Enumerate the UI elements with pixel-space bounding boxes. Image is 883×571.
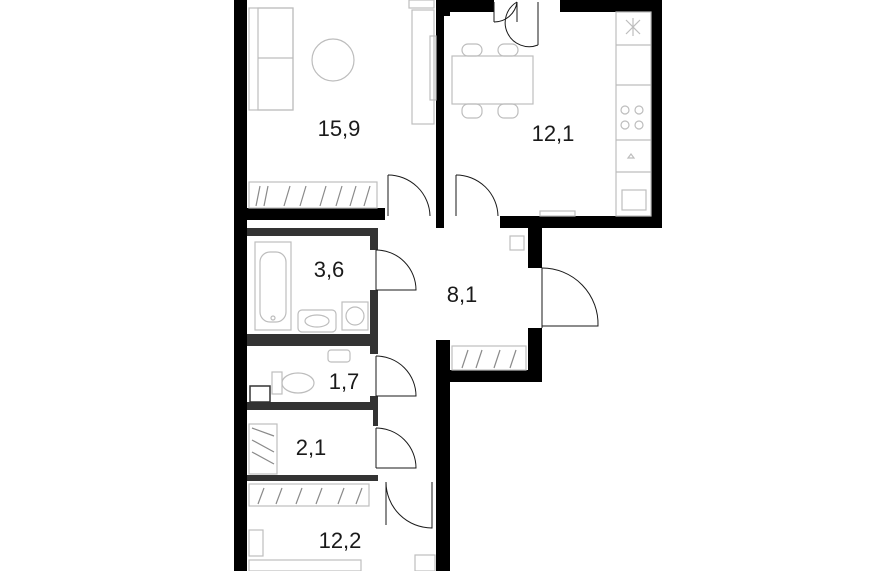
living-bottom-wall [247,208,385,220]
bathtub [254,241,292,331]
bath-right-partition-b [370,290,378,338]
kitchen-bottom-wall [500,216,662,228]
tv-stand [411,9,437,125]
washing-machine [341,301,369,331]
walls [234,0,662,571]
furniture [248,0,652,571]
bed [248,529,436,571]
door-entrance[interactable] [541,267,599,328]
shaft [249,385,271,403]
kitchen-right-wall [651,0,662,228]
door-bathroom[interactable] [375,249,417,291]
kitchen-counter [615,11,652,217]
living-kitchen-wall [436,16,444,214]
door-balcony[interactable] [493,1,539,48]
partitions [247,228,378,481]
storage-bottom-partition [247,475,378,481]
bedroom-right-wall [436,340,450,571]
toilet-sink [327,349,351,363]
radiator [539,210,576,217]
area-kitchen: 12,1 [532,121,575,146]
bedroom-wardrobe [248,483,370,507]
storage-shelves [248,423,278,475]
area-labels: 15,9 12,1 3,6 8,1 1,7 2,1 12,2 [296,116,575,553]
sofa [248,7,294,111]
electric-panel [509,235,525,251]
door-toilet[interactable] [375,355,417,397]
round-table [311,38,355,82]
hall-right-wall-upper [528,216,542,268]
hall-right-wall-lower [528,328,542,382]
door-living[interactable] [387,174,431,217]
bath-right-partition-a [370,228,378,250]
toilet-bowl [271,371,315,395]
dining-table [451,43,534,119]
area-living-room: 15,9 [318,116,361,141]
bath-toilet-partition [247,334,378,346]
area-toilet: 1,7 [329,369,360,394]
area-bedroom: 12,2 [319,528,362,553]
area-storage: 2,1 [296,435,327,460]
kitchen-top-wall-right [560,0,660,12]
toilet-bottom-partition [247,402,378,410]
storage-right-partition [373,410,378,426]
hall-divider-stub [436,208,444,228]
doors [375,1,599,529]
kitchen-top-wall-left [444,0,494,12]
bath-sink [297,309,337,333]
door-storage[interactable] [375,427,417,469]
toilet-right-partition-a [370,346,378,354]
area-hallway: 8,1 [447,282,478,307]
wardrobe-living [248,181,378,209]
hall-wardrobe [451,345,527,371]
shelf [408,0,435,9]
door-bedroom[interactable] [385,481,433,529]
area-bathroom: 3,6 [314,257,345,282]
bath-top-partition [247,228,377,236]
hall-bottom-wall [440,370,542,382]
door-kitchen[interactable] [455,174,499,217]
left-outer-wall [234,0,247,571]
